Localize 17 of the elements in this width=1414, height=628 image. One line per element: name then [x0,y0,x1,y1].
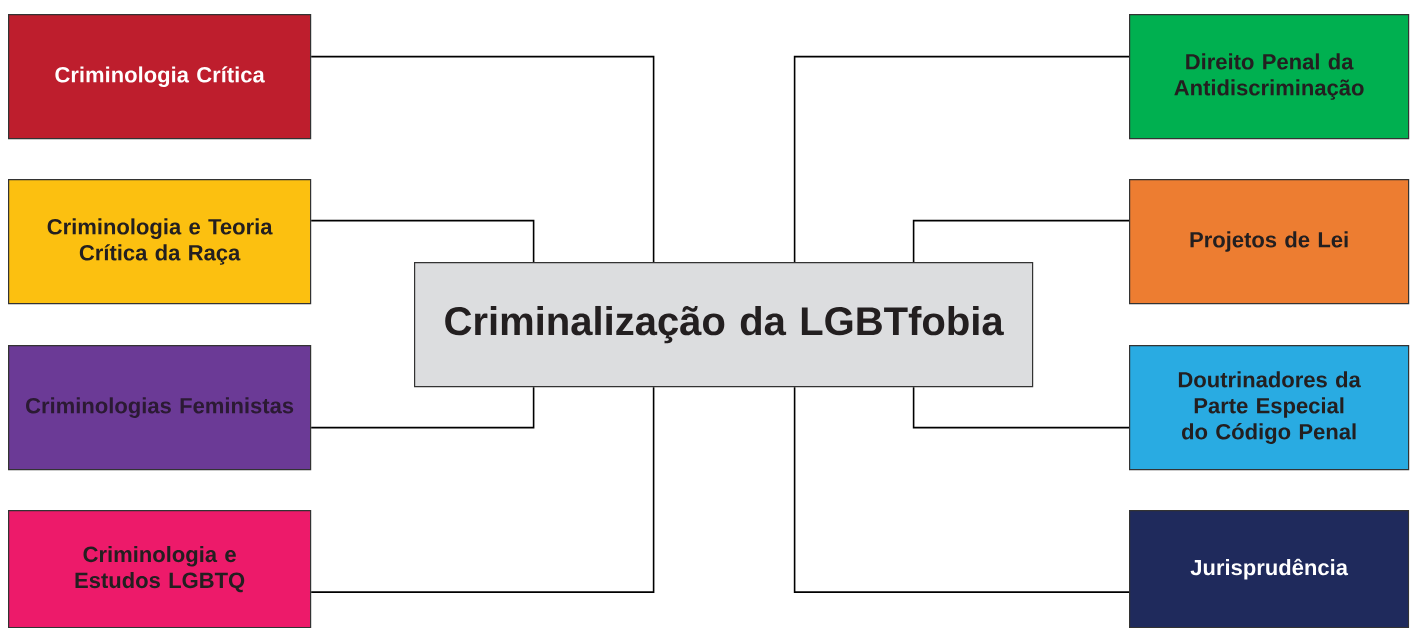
connector-line [912,219,1130,263]
topic-box: Criminologia e Teoria Crítica da Raça [8,179,312,305]
topic-box: Projetos de Lei [1129,179,1410,305]
connector-line [310,219,535,263]
topic-box: Doutrinadores da Parte Especial do Código Penal [1129,345,1410,471]
connector-line [793,386,1130,593]
connector-line [912,386,1130,429]
connector-line [310,386,655,593]
connector-line [310,55,655,263]
topic-box: Criminologia Crítica [8,14,312,140]
topic-box: Criminologia e Estudos LGBTQ [8,510,312,628]
connector-line [793,55,1130,263]
title-box: Criminalização da LGBTfobia [414,262,1034,388]
topic-box: Criminologias Feministas [8,345,312,471]
topic-box: Direito Penal da Antidiscriminação [1129,14,1410,140]
topic-box: Jurisprudência [1129,510,1410,628]
connector-line [310,386,535,429]
